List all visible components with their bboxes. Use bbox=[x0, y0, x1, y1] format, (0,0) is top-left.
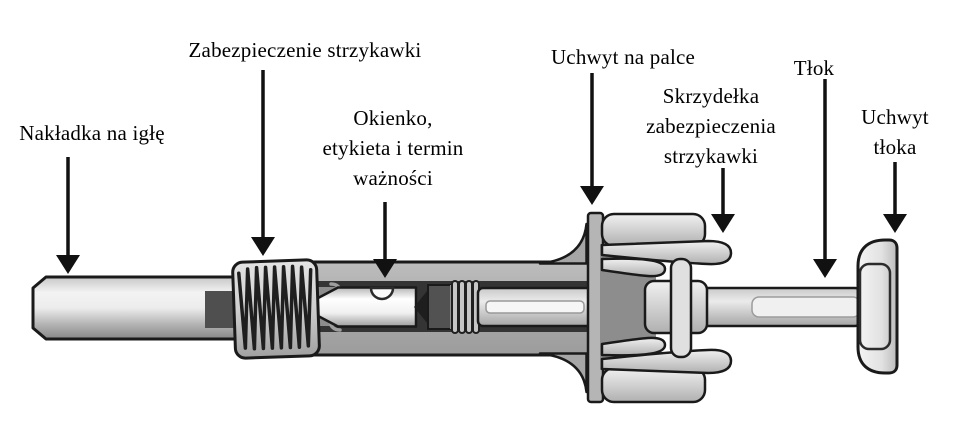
guard-wings-label: Skrzydełka zabezpieczenia strzykawki bbox=[646, 84, 776, 168]
plunger-grip-shape bbox=[856, 238, 899, 375]
wing-lobe-top-large bbox=[600, 239, 733, 266]
window-arrow-icon bbox=[373, 202, 397, 278]
syringe-guard-label: Zabezpieczenie strzykawki bbox=[188, 38, 422, 62]
guard-spring-shape bbox=[231, 258, 321, 360]
flange-flare-bottom bbox=[538, 352, 588, 394]
window-label: Okienko, etykieta i termin ważności bbox=[322, 106, 464, 190]
guard-wings-arrow-icon bbox=[711, 168, 735, 233]
needle-cap-arrow-icon bbox=[56, 157, 80, 274]
air-bubble-shape bbox=[369, 286, 395, 301]
wings-clip-shape bbox=[669, 257, 693, 359]
needle-hub-shape bbox=[205, 291, 237, 328]
wing-lobe-top-small bbox=[600, 257, 667, 278]
stopper-ribs-shape bbox=[451, 280, 480, 334]
stopper-block-shape bbox=[427, 284, 453, 330]
syringe-guard-arrow-icon bbox=[251, 70, 275, 256]
finger-grip-label: Uchwyt na palce bbox=[550, 45, 696, 69]
pointer-arrows bbox=[56, 70, 907, 278]
wing-lobe-bottom-small bbox=[600, 336, 667, 357]
plunger-arrow-icon bbox=[813, 79, 837, 278]
needle-cap-label: Nakładka na igłę bbox=[19, 121, 165, 145]
stopper-tip-shape bbox=[414, 287, 430, 327]
plunger-grip-label: Uchwyt tłoka bbox=[861, 105, 929, 159]
wing-lobe-bottom-large bbox=[600, 348, 733, 375]
plunger-grip-inner-shape bbox=[858, 262, 892, 351]
finger-grip-arrow-icon bbox=[580, 73, 604, 205]
guard-wings-shape bbox=[600, 212, 733, 404]
plunger-rod-highlight-left bbox=[485, 300, 585, 314]
plunger-grip-arrow-icon bbox=[883, 162, 907, 233]
flange-flare-top bbox=[538, 222, 588, 265]
plunger-label: Tłok bbox=[793, 56, 835, 80]
plunger-rod-highlight-right bbox=[751, 296, 861, 318]
